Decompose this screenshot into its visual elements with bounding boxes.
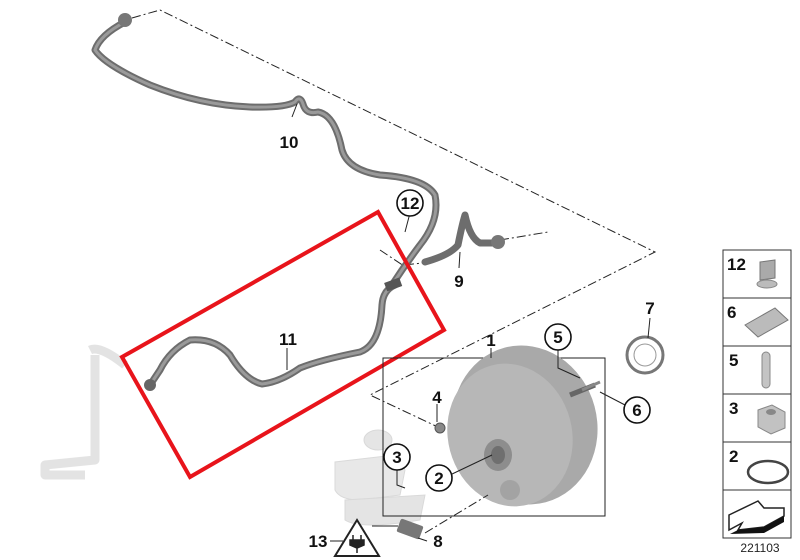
brake-booster[interactable] bbox=[431, 329, 615, 521]
vacuum-line-9 bbox=[421, 211, 505, 266]
svg-text:2: 2 bbox=[729, 447, 738, 466]
callout-11[interactable]: 11 bbox=[279, 330, 297, 349]
ghost-vacuum-pipe bbox=[40, 344, 128, 480]
svg-text:6: 6 bbox=[727, 303, 736, 322]
callout-8[interactable]: 8 bbox=[433, 532, 442, 551]
callout-13[interactable]: 13 bbox=[309, 532, 328, 551]
callout-7[interactable]: 7 bbox=[645, 299, 654, 318]
highlight-frame[interactable] bbox=[119, 209, 447, 480]
callout-2[interactable]: 2 bbox=[434, 469, 443, 488]
assembly-lines bbox=[131, 9, 657, 429]
callouts: 10 12 9 11 1 5 7 6 4 3 2 13 8 bbox=[279, 133, 655, 551]
svg-text:3: 3 bbox=[729, 399, 738, 418]
callout-9[interactable]: 9 bbox=[454, 272, 463, 291]
gasket-7 bbox=[625, 335, 665, 375]
leader-lines bbox=[286, 103, 651, 542]
callout-1[interactable]: 1 bbox=[486, 331, 495, 350]
vacuum-line-10 bbox=[91, 13, 440, 289]
legend-item-3[interactable]: 3 bbox=[722, 393, 792, 443]
callout-5[interactable]: 5 bbox=[553, 328, 562, 347]
legend-item-5[interactable]: 5 bbox=[722, 345, 792, 395]
sensor-8 bbox=[396, 518, 424, 540]
brake-fluid-reservoir bbox=[334, 429, 426, 526]
legend-arrow-icon[interactable] bbox=[722, 489, 792, 539]
callout-6[interactable]: 6 bbox=[632, 401, 641, 420]
callout-12[interactable]: 12 bbox=[401, 194, 420, 213]
electrical-warning-icon bbox=[333, 518, 381, 557]
svg-text:5: 5 bbox=[729, 351, 738, 370]
callout-4[interactable]: 4 bbox=[432, 388, 442, 407]
diagram-code: 221103 bbox=[740, 541, 779, 555]
svg-text:12: 12 bbox=[727, 255, 746, 274]
vacuum-line-11 bbox=[144, 277, 403, 391]
callout-10[interactable]: 10 bbox=[280, 133, 299, 152]
legend-item-2[interactable]: 2 bbox=[722, 441, 792, 491]
parts-legend: 12 6 5 3 2 221103 bbox=[722, 249, 792, 555]
legend-item-6[interactable]: 6 bbox=[722, 297, 792, 347]
callout-3[interactable]: 3 bbox=[392, 448, 401, 467]
legend-item-12[interactable]: 12 bbox=[722, 249, 792, 299]
